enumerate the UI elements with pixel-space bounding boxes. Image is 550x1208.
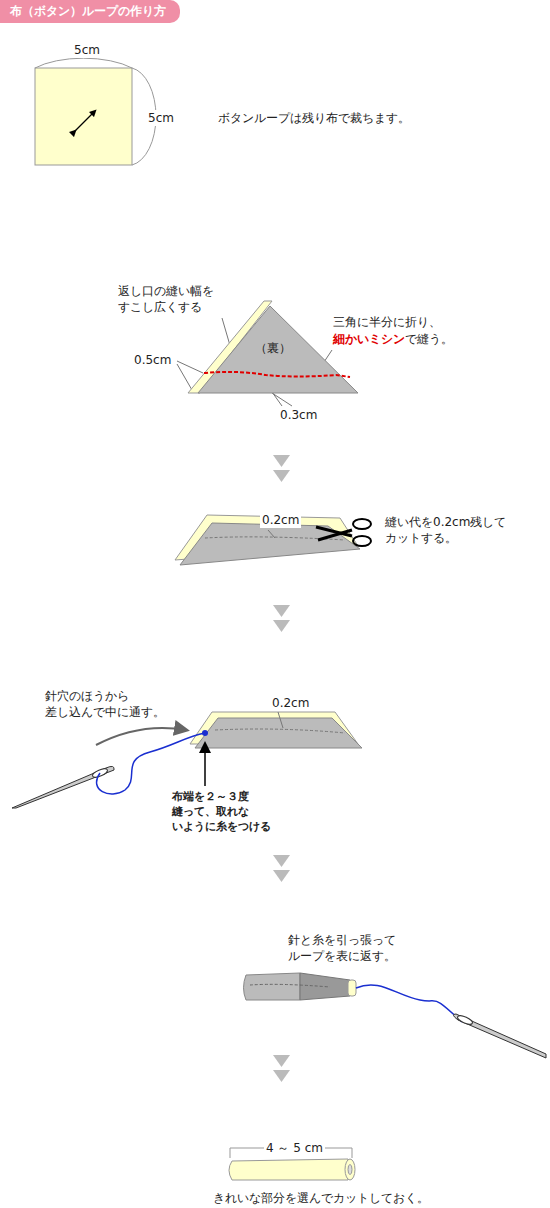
- dimension: 4 ～ 5 cm: [264, 1140, 325, 1156]
- dimension: 0.5cm: [134, 352, 171, 368]
- note-emphasis: 細かいミシン: [333, 332, 405, 346]
- dimension: 5cm: [72, 42, 102, 58]
- insert-arrow: [96, 728, 186, 745]
- turning-loop: [244, 973, 357, 1000]
- note: ボタンループは残り布で裁ちます。: [218, 110, 410, 126]
- folded-fabric-triangle: （裏）: [186, 300, 360, 396]
- note: 返し口の縫い幅を すこし広くする: [118, 283, 238, 315]
- note: 縫い代を0.2cm残して カットする。: [385, 514, 525, 546]
- fabric-side-label: （裏）: [255, 340, 291, 357]
- page-title: 布（ボタン）ループの作り方: [0, 0, 180, 23]
- note-line: 細かいミシンで縫う。: [333, 331, 453, 347]
- needle: [12, 766, 114, 808]
- note: 針と糸を引っ張って ループを表に返す。: [288, 932, 428, 964]
- fabric-square: [35, 58, 156, 165]
- dimension: 0.2cm: [260, 512, 301, 528]
- note: で縫う。: [405, 332, 453, 346]
- caption-note: きれいな部分を選んでカットしておく。: [213, 1190, 429, 1206]
- thread: [356, 985, 462, 1022]
- thread-knot: [202, 730, 208, 736]
- dimension: 5cm: [146, 110, 176, 126]
- pointer-arrow: [204, 744, 206, 786]
- note: 布端を２～３度 縫って、取れな いように糸をつける: [172, 790, 290, 835]
- thread: [97, 733, 205, 794]
- dimension: 0.2cm: [270, 695, 311, 711]
- needle: [453, 1014, 546, 1058]
- folded-fabric: [190, 712, 362, 748]
- scissors: [316, 519, 371, 546]
- note: 三角に半分に折り、: [333, 314, 441, 330]
- dimension: 0.3cm: [280, 407, 317, 423]
- note: 針穴のほうから 差し込んで中に通す。: [45, 688, 185, 720]
